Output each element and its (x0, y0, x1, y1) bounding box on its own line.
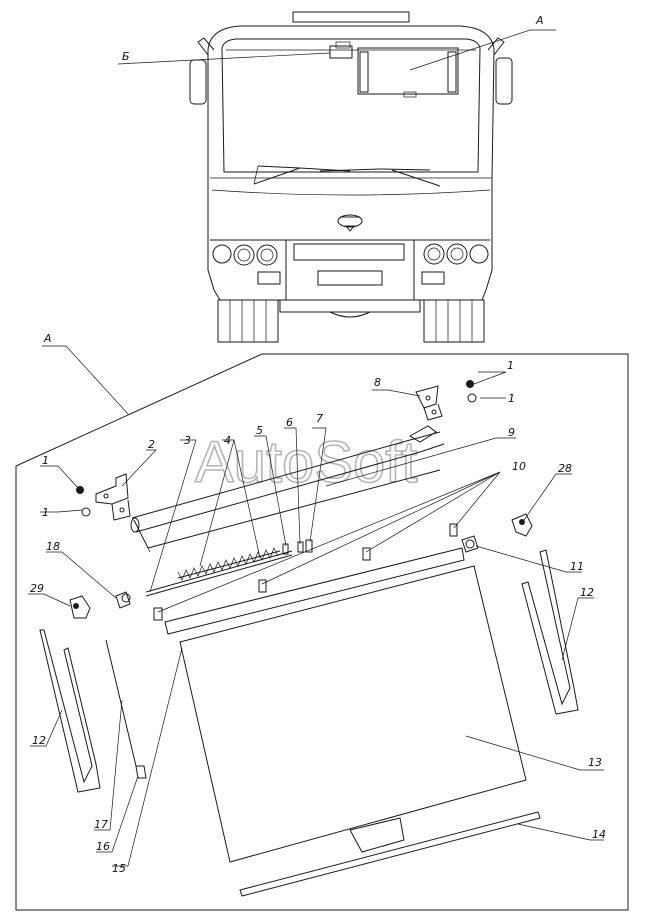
callout-15: 15 (112, 862, 126, 875)
view-label-a: А (535, 14, 544, 27)
callout-13: 13 (588, 756, 602, 769)
callout-4: 4 (224, 434, 231, 447)
blind-housing-tube (130, 431, 445, 553)
callout-14: 14 (592, 828, 606, 841)
blind-screen (179, 565, 527, 863)
callout-17: 17 (94, 818, 108, 831)
callout-8: 8 (374, 376, 381, 389)
spring (177, 547, 281, 581)
bus-front-view (189, 11, 513, 343)
cord-stopper (135, 765, 147, 779)
blind-bottom-bar (153, 523, 465, 635)
bottom-strip (239, 811, 541, 897)
left-handle (69, 595, 91, 619)
detail-a-frame: А (15, 332, 629, 911)
callout-2: 2 (148, 438, 155, 451)
callout-9: 9 (508, 426, 515, 439)
callout-3: 3 (184, 434, 191, 447)
pull-cord (105, 639, 137, 767)
callout-7: 7 (316, 412, 323, 425)
callout-1: 1 (508, 392, 515, 405)
callout-5: 5 (256, 424, 263, 437)
right-bracket (409, 385, 443, 443)
right-handle (511, 513, 533, 537)
callout-18: 18 (46, 540, 60, 553)
leader-lines (28, 371, 604, 867)
left-end-cap (115, 591, 131, 609)
callout-29: 29 (30, 582, 44, 595)
callout-10: 10 (512, 460, 526, 473)
guide-rod (145, 550, 293, 597)
right-end-cap (461, 535, 479, 553)
callout-6: 6 (286, 416, 293, 429)
left-guide-rail (39, 629, 101, 793)
callout-1: 1 (42, 506, 49, 519)
callout-1: 1 (42, 454, 49, 467)
callout-1: 1 (507, 359, 514, 372)
callout-12: 12 (32, 734, 46, 747)
callout-12: 12 (580, 586, 594, 599)
small-bushing (297, 541, 304, 553)
small-insert (305, 539, 313, 553)
callout-16: 16 (96, 840, 110, 853)
right-guide-rail (521, 549, 579, 715)
view-label-b: Б (122, 50, 130, 63)
callout-28: 28 (558, 462, 572, 475)
left-bracket (95, 473, 131, 521)
callout-11: 11 (570, 560, 584, 573)
detail-a-frame-label: А (43, 332, 52, 345)
